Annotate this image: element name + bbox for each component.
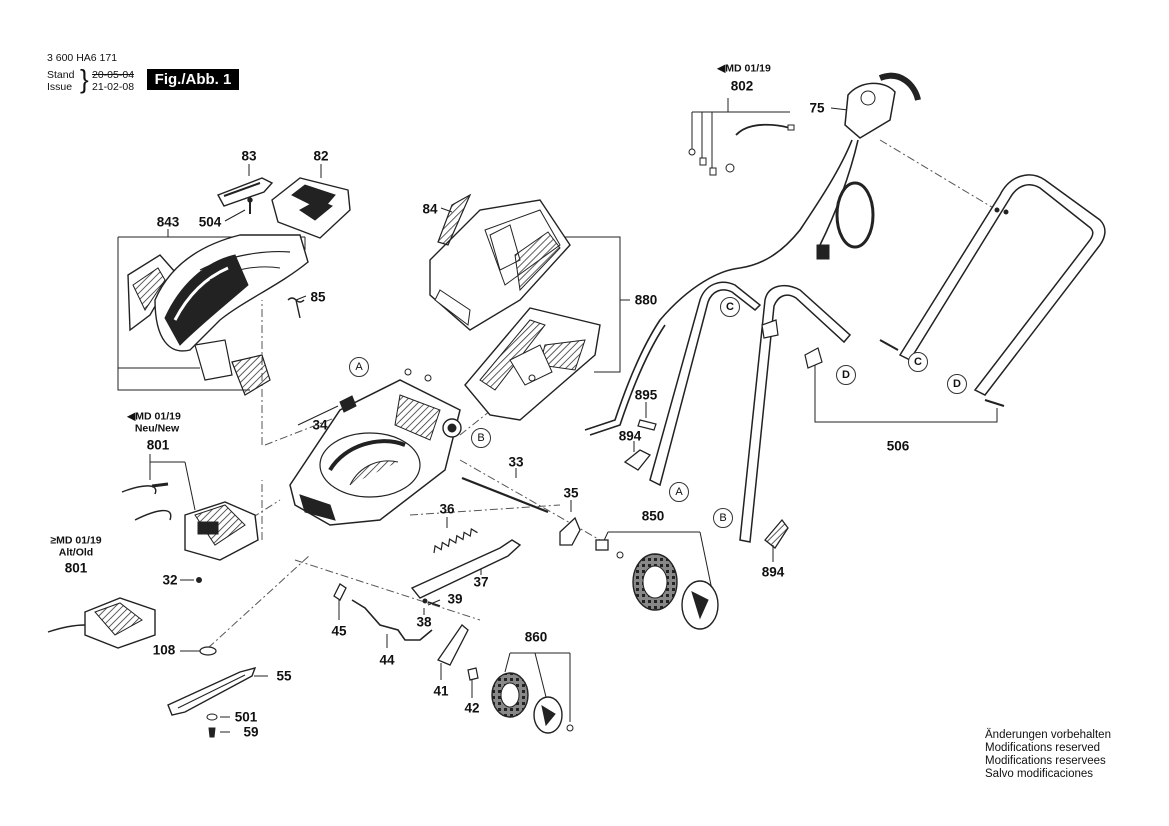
issue-label: Issue bbox=[47, 81, 73, 93]
part-label-41: 41 bbox=[433, 683, 449, 699]
part-label-82: 82 bbox=[313, 148, 329, 164]
part-label-801-old: 801 bbox=[64, 560, 88, 576]
stand-label: Stand bbox=[47, 69, 75, 81]
issue-date: 21-02-08 bbox=[92, 81, 135, 93]
figure-label: Fig./Abb. 1 bbox=[147, 69, 239, 90]
part-label-801-new: 801 bbox=[146, 437, 170, 453]
callout-a-handle: A bbox=[669, 482, 689, 502]
part-label-843: 843 bbox=[156, 214, 180, 230]
part-label-880: 880 bbox=[634, 292, 658, 308]
alt-old-note: Alt/Old bbox=[58, 546, 94, 559]
callout-d-upper: D bbox=[947, 374, 967, 394]
modifications-note: Änderungen vorbehalten Modifications res… bbox=[985, 729, 1111, 781]
footer-line-de: Änderungen vorbehalten bbox=[985, 729, 1111, 741]
part-label-45: 45 bbox=[331, 623, 347, 639]
footer-line-en: Modifications reserved bbox=[985, 742, 1101, 754]
part-label-802: 802 bbox=[730, 78, 754, 94]
footer-line-fr: Modifications reservees bbox=[985, 755, 1106, 767]
part-label-36: 36 bbox=[439, 501, 455, 517]
document-number: 3 600 HA6 171 bbox=[47, 52, 118, 64]
part-label-42: 42 bbox=[464, 700, 480, 716]
part-label-504: 504 bbox=[198, 214, 222, 230]
part-label-44: 44 bbox=[379, 652, 395, 668]
stand-date: 20-05-04 bbox=[92, 69, 135, 81]
part-label-506: 506 bbox=[886, 438, 910, 454]
part-label-55: 55 bbox=[276, 668, 292, 684]
part-label-895: 895 bbox=[634, 387, 658, 403]
md-note-top: ◀MD 01/19 bbox=[717, 62, 771, 75]
part-label-894-upper: 894 bbox=[618, 428, 642, 444]
part-label-35: 35 bbox=[563, 485, 579, 501]
neu-new-note: Neu/New bbox=[134, 422, 180, 435]
part-label-39: 39 bbox=[447, 591, 463, 607]
part-label-894-lower: 894 bbox=[761, 564, 785, 580]
callout-c-middle: C bbox=[720, 297, 740, 317]
brace-glyph: } bbox=[80, 64, 89, 94]
callout-b-deck: B bbox=[471, 428, 491, 448]
callout-b-handle: B bbox=[713, 508, 733, 528]
part-label-84: 84 bbox=[422, 201, 438, 217]
footer-line-es: Salvo modificaciones bbox=[985, 768, 1094, 780]
part-label-34: 34 bbox=[312, 417, 328, 433]
callout-d-middle: D bbox=[836, 365, 856, 385]
part-label-33: 33 bbox=[508, 454, 524, 470]
part-label-108: 108 bbox=[152, 642, 176, 658]
md-note-old: ≥MD 01/19 bbox=[50, 534, 102, 547]
part-label-59: 59 bbox=[243, 724, 259, 740]
part-label-37: 37 bbox=[473, 574, 489, 590]
part-label-501: 501 bbox=[234, 709, 258, 725]
part-label-850: 850 bbox=[641, 508, 665, 524]
callout-a-deck: A bbox=[349, 357, 369, 377]
part-label-85: 85 bbox=[310, 289, 326, 305]
part-label-860: 860 bbox=[524, 629, 548, 645]
md-note-new: ◀MD 01/19 bbox=[127, 410, 181, 423]
part-label-32: 32 bbox=[162, 572, 178, 588]
callout-c-upper: C bbox=[908, 352, 928, 372]
part-label-83: 83 bbox=[241, 148, 257, 164]
part-label-75: 75 bbox=[809, 100, 825, 116]
part-label-38: 38 bbox=[416, 614, 432, 630]
